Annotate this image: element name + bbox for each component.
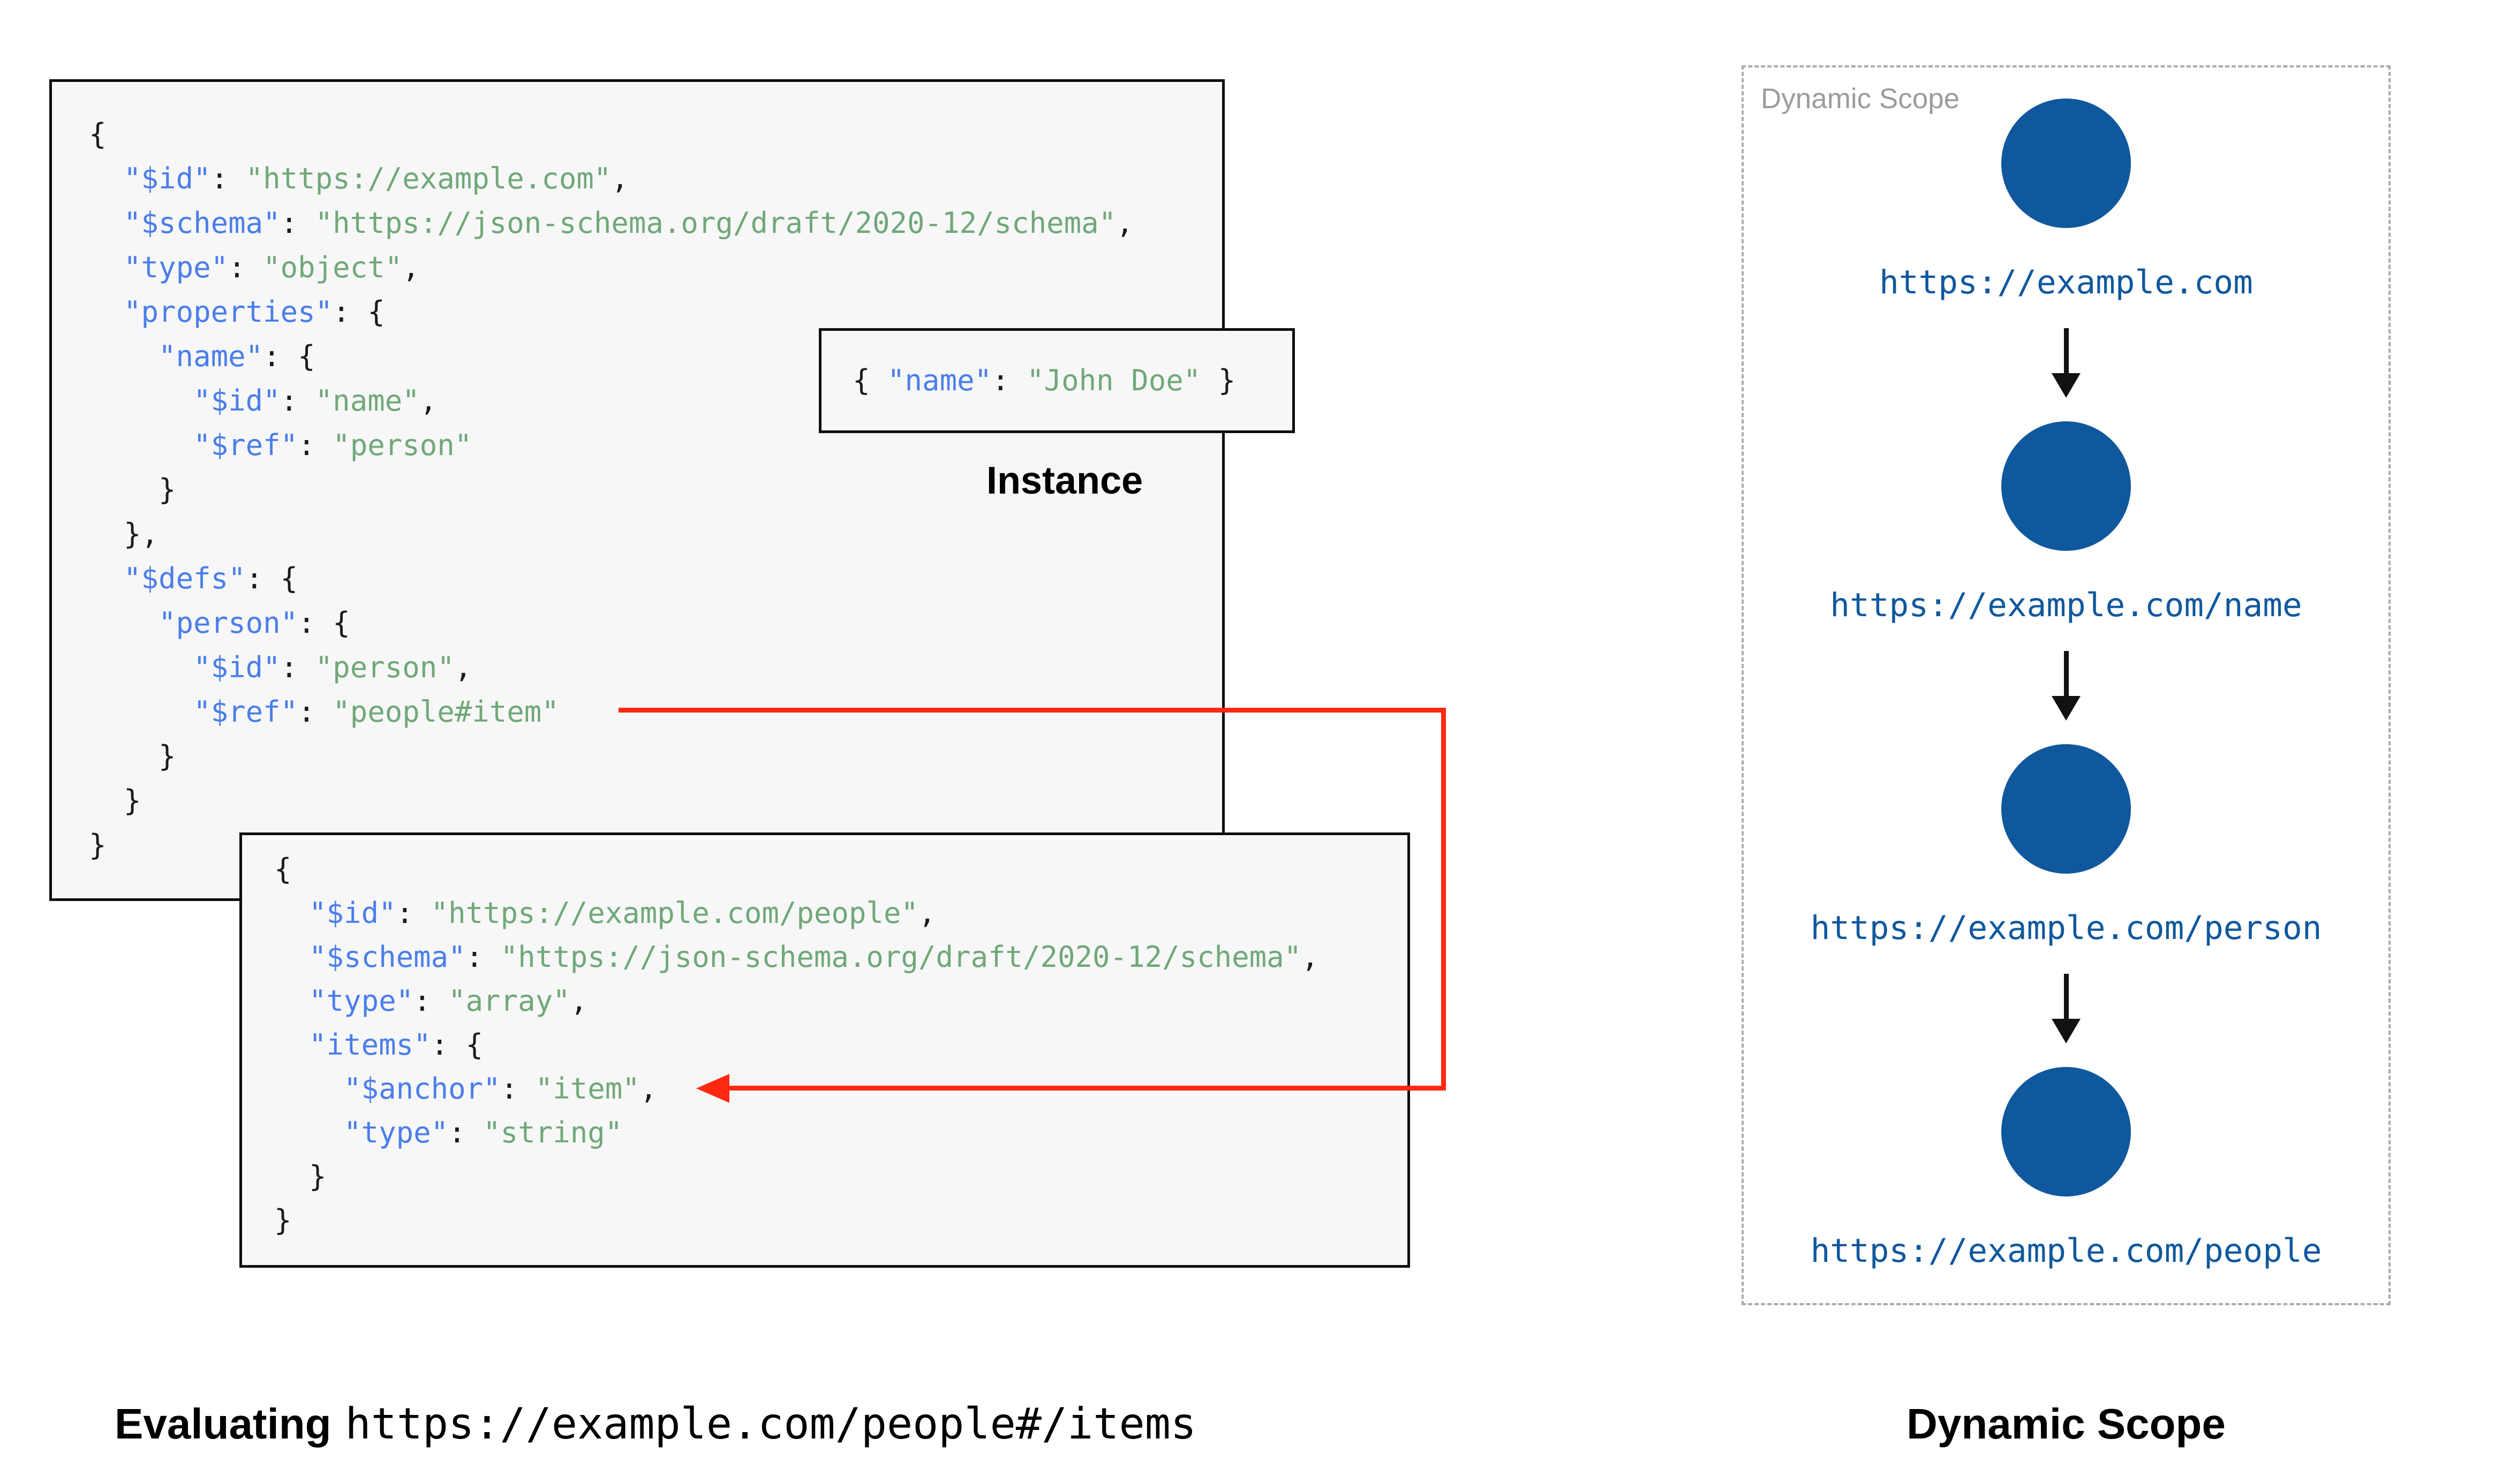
- code-line: }: [274, 1203, 292, 1237]
- scope-node-circle: [2001, 421, 2131, 551]
- arrow-stem: [2063, 328, 2069, 373]
- code-line: "name": {: [159, 339, 315, 373]
- scope-node-circle: [2001, 99, 2131, 228]
- ref-arrow-segment-vertical: [1441, 708, 1446, 1091]
- code-line: "$id": "https://example.com",: [124, 162, 629, 195]
- code-line: }: [89, 784, 141, 817]
- root-schema-code: { "$id": "https://example.com", "$schema…: [89, 112, 1222, 867]
- code-line: "$schema": "https://json-schema.org/draf…: [309, 940, 1319, 974]
- code-line: "properties": {: [124, 295, 385, 329]
- code-line: "$defs": {: [124, 562, 298, 595]
- scope-node-circle: [2001, 1067, 2131, 1197]
- code-line: "$ref": "person": [193, 428, 472, 462]
- code-line: "type": "string": [344, 1116, 623, 1149]
- root-schema-code-box: { "$id": "https://example.com", "$schema…: [49, 79, 1225, 901]
- instance-label: Instance: [986, 459, 1143, 502]
- dynamic-scope-panel-label: Dynamic Scope: [1761, 83, 1960, 115]
- code-line: }: [89, 473, 176, 506]
- scope-node-uri: https://example.com: [1879, 263, 2253, 301]
- arrow-head: [2052, 373, 2081, 398]
- arrow-down-icon: [2052, 328, 2081, 398]
- ref-arrow-segment-bottom: [724, 1086, 1446, 1091]
- arrow-down-icon: [2052, 974, 2081, 1043]
- people-schema-code: { "$id": "https://example.com/people", "…: [274, 847, 1407, 1243]
- ref-arrowhead-icon: [696, 1074, 729, 1103]
- code-line: }: [89, 828, 107, 862]
- arrow-stem: [2063, 651, 2069, 696]
- code-line: "$id": "https://example.com/people",: [309, 896, 936, 930]
- code-line: "items": {: [309, 1028, 484, 1062]
- scope-node-uri: https://example.com/person: [1810, 909, 2322, 947]
- code-line: }: [89, 739, 176, 773]
- dynamic-scope-panel: Dynamic Scope https://example.com https:/…: [1742, 65, 2391, 1305]
- arrow-down-icon: [2052, 651, 2081, 721]
- code-line: "person": {: [159, 606, 350, 640]
- code-line: "$id": "person",: [193, 650, 472, 684]
- evaluating-caption-label: Evaluating: [115, 1400, 331, 1448]
- code-line: "$schema": "https://json-schema.org/draf…: [124, 206, 1134, 240]
- code-line: {: [89, 117, 107, 151]
- arrow-head: [2052, 696, 2081, 721]
- code-line: { "name": "John Doe" }: [853, 364, 1236, 397]
- code-line: "type": "array",: [309, 984, 588, 1018]
- code-line: "$anchor": "item",: [344, 1072, 658, 1106]
- code-line: "$id": "name",: [193, 384, 438, 418]
- arrow-head: [2052, 1019, 2081, 1043]
- code-line: }: [274, 1160, 327, 1193]
- scope-node-circle: [2001, 744, 2131, 874]
- ref-arrow-segment-top: [619, 708, 1446, 713]
- arrow-stem: [2063, 974, 2069, 1019]
- dynamic-scope-caption: Dynamic Scope: [1906, 1400, 2226, 1448]
- instance-box: { "name": "John Doe" }: [819, 328, 1295, 433]
- people-schema-code-box: { "$id": "https://example.com/people", "…: [239, 832, 1410, 1268]
- evaluating-caption-uri: https://example.com/people#/items: [345, 1399, 1196, 1449]
- scope-node-uri: https://example.com/name: [1830, 586, 2302, 624]
- code-line: "type": "object",: [124, 251, 420, 284]
- code-line: },: [89, 517, 159, 551]
- code-line: "$ref": "people#item": [193, 695, 559, 729]
- scope-node-uri: https://example.com/people: [1810, 1232, 2322, 1270]
- instance-code: { "name": "John Doe" }: [853, 365, 1235, 397]
- code-line: {: [274, 852, 292, 886]
- evaluating-caption: Evaluating https://example.com/people#/i…: [115, 1396, 1196, 1452]
